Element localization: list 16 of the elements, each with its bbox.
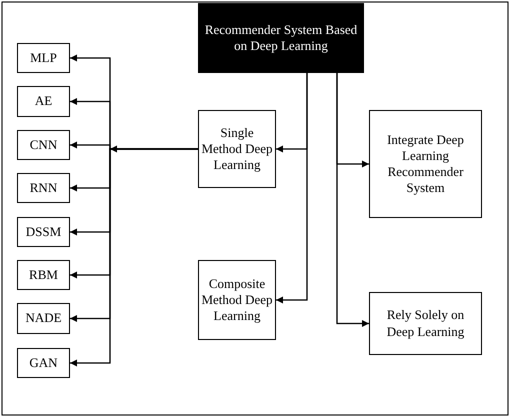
root-box: Recommender System Based on Deep Learning (198, 3, 364, 73)
category-box: Integrate Deep Learning Recommender System (369, 110, 482, 218)
method-box: DSSM (17, 217, 70, 247)
method-box: GAN (17, 348, 70, 378)
method-box: NADE (17, 303, 70, 334)
method-box: CNN (17, 130, 70, 160)
method-box: RBM (17, 260, 70, 290)
method-box: MLP (17, 43, 70, 73)
arrow (276, 73, 308, 304)
category-box: Composite Method Deep Learning (198, 260, 276, 340)
method-box: RNN (17, 173, 70, 203)
method-box: AE (17, 86, 70, 117)
arrow (70, 148, 198, 366)
category-box: Single Method Deep Learning (198, 110, 276, 188)
category-box: Rely Solely on Deep Learning (369, 292, 482, 355)
arrow (336, 73, 369, 327)
